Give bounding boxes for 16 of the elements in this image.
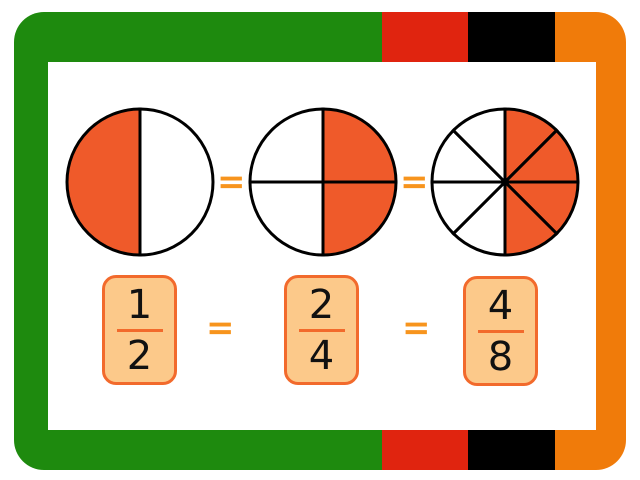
fraction-card [463,276,538,386]
fraction-card [284,275,359,385]
equals-sign: = [217,164,246,200]
numerator: 2 [308,282,334,326]
fraction-circle [247,106,399,258]
fraction-circle [429,106,581,258]
equals-sign: = [400,164,428,200]
equals-sign: = [206,310,234,346]
denominator: 2 [126,334,152,378]
denominator: 4 [308,334,334,378]
numerator: 1 [126,282,152,326]
equals-sign: = [402,310,430,346]
numerator: 4 [488,284,514,328]
fraction-circle [64,106,216,258]
denominator: 8 [488,334,514,378]
fraction-card [102,275,177,385]
